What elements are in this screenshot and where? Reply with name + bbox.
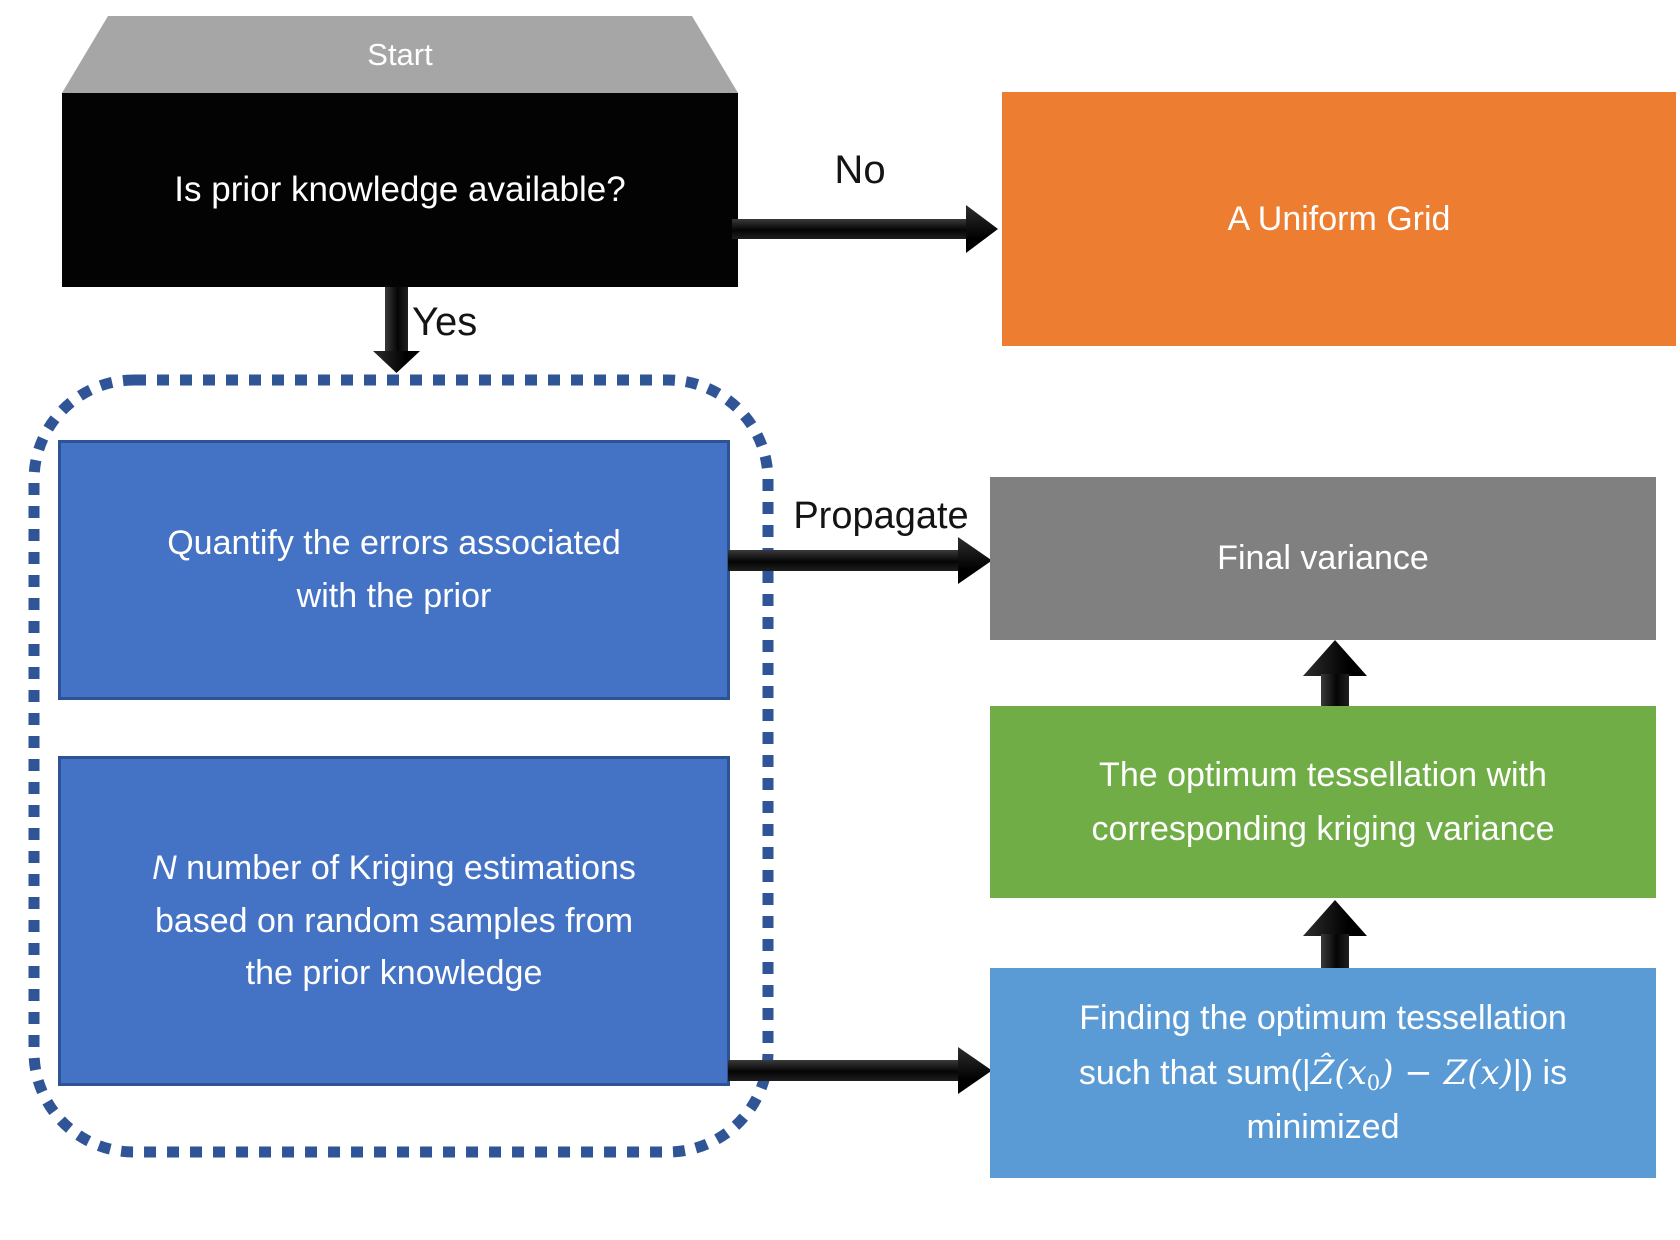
- no-label: No: [834, 148, 886, 192]
- finding-line-3: minimized: [1246, 1108, 1400, 1147]
- finding-tessellation-text: Finding the optimum tessellation such th…: [1079, 991, 1567, 1154]
- finding-line-1: Finding the optimum tessellation: [1079, 999, 1567, 1038]
- question-text: Is prior knowledge available?: [174, 170, 626, 209]
- samples-arrow-shaft: [728, 1060, 960, 1081]
- arrow-to-optimum-shaft: [1321, 934, 1349, 970]
- no-arrow-head: [966, 205, 998, 253]
- yes-arrow-shaft: [385, 287, 408, 353]
- kriging-line-3: the prior knowledge: [245, 954, 543, 993]
- kriging-estimations-box: N number of Kriging estimations based on…: [58, 756, 730, 1086]
- start-header: Start: [62, 16, 738, 93]
- finding-tessellation-box: Finding the optimum tessellation such th…: [990, 968, 1656, 1178]
- kriging-line-1: N number of Kriging estimations: [152, 848, 636, 887]
- propagate-arrow-shaft: [728, 550, 960, 571]
- no-arrow-shaft: [732, 219, 968, 239]
- samples-arrow-head: [958, 1047, 992, 1094]
- uniform-grid-text: A Uniform Grid: [1227, 199, 1451, 238]
- propagate-arrow-head: [958, 537, 992, 584]
- kriging-estimations-text: N number of Kriging estimations based on…: [152, 842, 636, 1000]
- arrow-to-final-variance-shaft: [1321, 674, 1349, 708]
- uniform-grid-box: A Uniform Grid: [1002, 92, 1676, 346]
- final-variance-box: Final variance: [990, 477, 1656, 640]
- start-label: Start: [367, 36, 433, 72]
- final-variance-text: Final variance: [1217, 539, 1429, 577]
- prior-knowledge-group-border: [28, 374, 774, 1158]
- arrow-to-optimum-head: [1303, 900, 1367, 936]
- yes-arrow-head: [373, 351, 420, 373]
- arrow-to-final-variance-head: [1303, 640, 1367, 676]
- propagate-label: Propagate: [793, 495, 969, 537]
- kriging-line-2: based on random samples from: [154, 901, 634, 940]
- yes-label: Yes: [412, 300, 478, 344]
- prior-knowledge-question-box: Is prior knowledge available?: [62, 93, 738, 287]
- finding-line-2: such that sum(|Ẑ(x0) − Z(x)|) is: [1078, 1052, 1568, 1095]
